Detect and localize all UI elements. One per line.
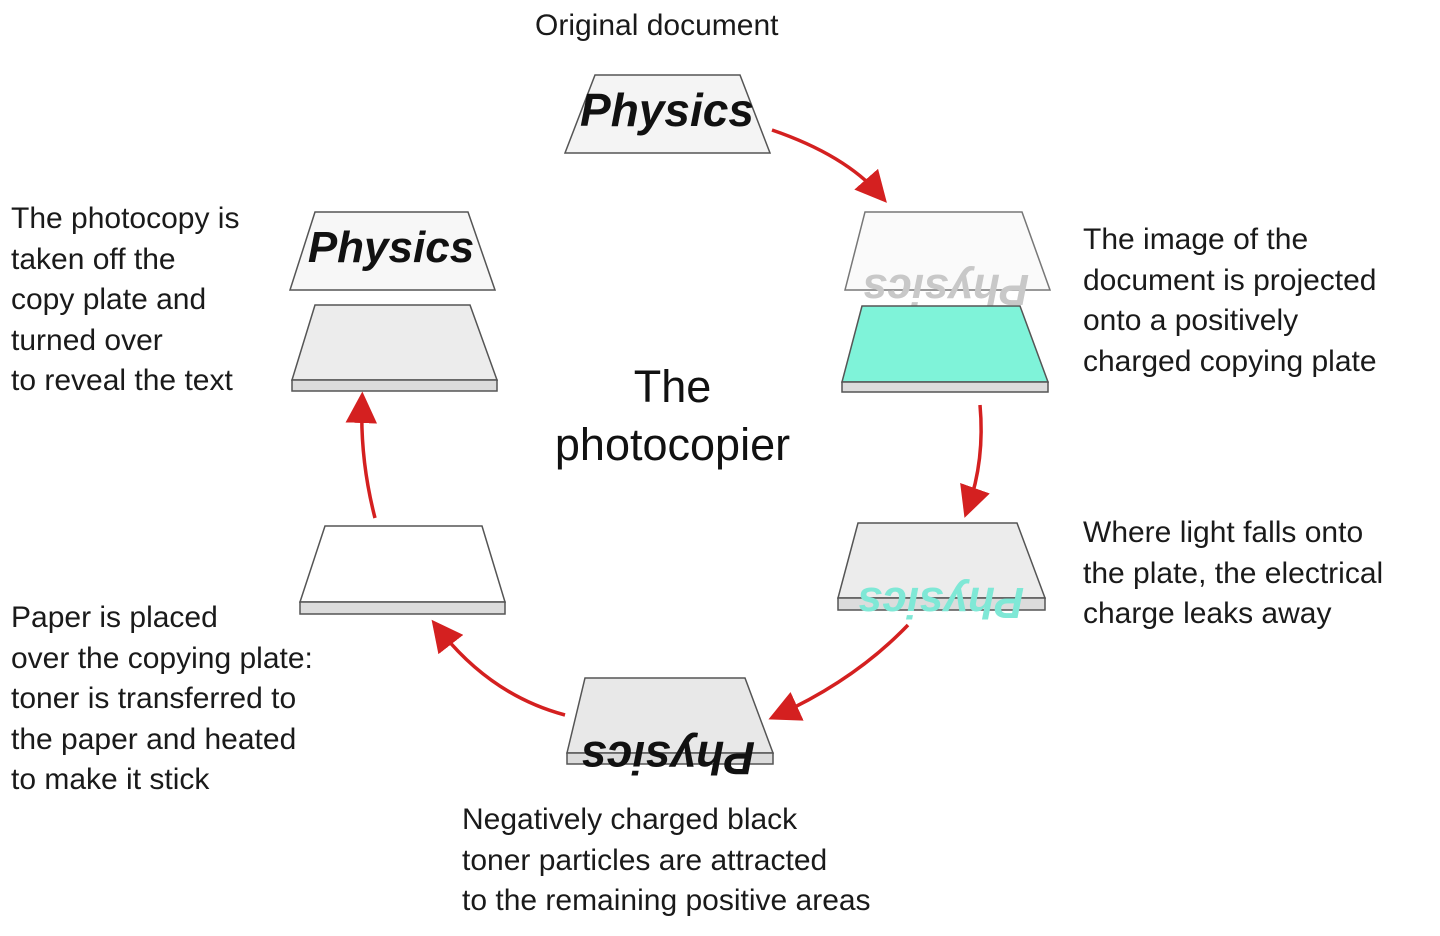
- original-document-sheet: Physics: [563, 74, 772, 154]
- finished-photocopy-word: Physics: [308, 223, 474, 272]
- label-photocopy-line-4: turned over: [11, 323, 163, 357]
- finished-photocopy-sheet: Physics: [288, 211, 497, 291]
- label-projected-line-1: The image of the: [1083, 223, 1309, 256]
- label-photocopy-line-5: to reveal the text: [11, 364, 233, 397]
- label-projected-line-3: onto a positively: [1083, 304, 1299, 337]
- label-paper-line-3: toner is transferred to: [11, 682, 297, 715]
- label-projected-line-2: document is projected: [1083, 263, 1377, 297]
- toner-plate: Physics: [566, 677, 775, 784]
- label-light-line-3: charge leaks away: [1083, 597, 1332, 630]
- label-photocopy-line-1: The photocopy is: [11, 202, 240, 235]
- label-photocopy-line-2: taken off the: [11, 242, 176, 276]
- label-projected-line-4: charged copying plate: [1083, 344, 1377, 378]
- charged-copying-plate: [841, 305, 1050, 393]
- label-toner-line-3: to the remaining positive areas: [462, 884, 871, 917]
- label-light-line-2: the plate, the electrical: [1083, 556, 1384, 590]
- label-toner: Negatively charged black toner particles…: [462, 800, 871, 922]
- label-photocopy-line-3: copy plate and: [11, 283, 207, 316]
- label-light-line-1: Where light falls onto: [1083, 516, 1364, 549]
- discharged-plate: Physics: [837, 522, 1047, 627]
- diagram-title: The photocopier: [520, 358, 825, 474]
- label-original-line-1: Original document: [535, 9, 779, 42]
- label-original-document: Original document: [535, 6, 778, 47]
- arrow-projected-to-light: [960, 404, 990, 518]
- projected-image-sheet: Physics: [844, 211, 1052, 314]
- arrow-light-to-toner: [768, 623, 910, 721]
- title-line-1: The: [633, 361, 712, 412]
- original-document-word: Physics: [580, 84, 754, 136]
- label-paper-line-4: the paper and heated: [11, 722, 297, 756]
- paper-over-plate: [298, 525, 507, 615]
- title-line-2: photocopier: [554, 419, 791, 470]
- arrow-toner-to-paper: [431, 619, 566, 717]
- label-projected: The image of the document is projected o…: [1083, 220, 1377, 382]
- toner-plate-word: Physics: [581, 732, 755, 784]
- label-paper-line-5: to make it stick: [11, 763, 210, 796]
- label-photocopy: The photocopy is taken off the copy plat…: [11, 199, 239, 402]
- label-paper-line-1: Paper is placed: [11, 601, 218, 634]
- arrow-paper-to-photocopy: [345, 391, 378, 519]
- arrow-original-to-projected: [771, 128, 887, 203]
- label-paper-line-2: over the copying plate:: [11, 641, 313, 675]
- used-copy-plate: [290, 304, 499, 392]
- label-toner-line-1: Negatively charged black: [462, 803, 798, 836]
- label-toner-line-2: toner particles are attracted: [462, 843, 828, 877]
- label-paper-placed: Paper is placed over the copying plate: …: [11, 598, 313, 801]
- discharged-plate-word: Physics: [858, 578, 1024, 627]
- label-light-falls: Where light falls onto the plate, the el…: [1083, 513, 1383, 635]
